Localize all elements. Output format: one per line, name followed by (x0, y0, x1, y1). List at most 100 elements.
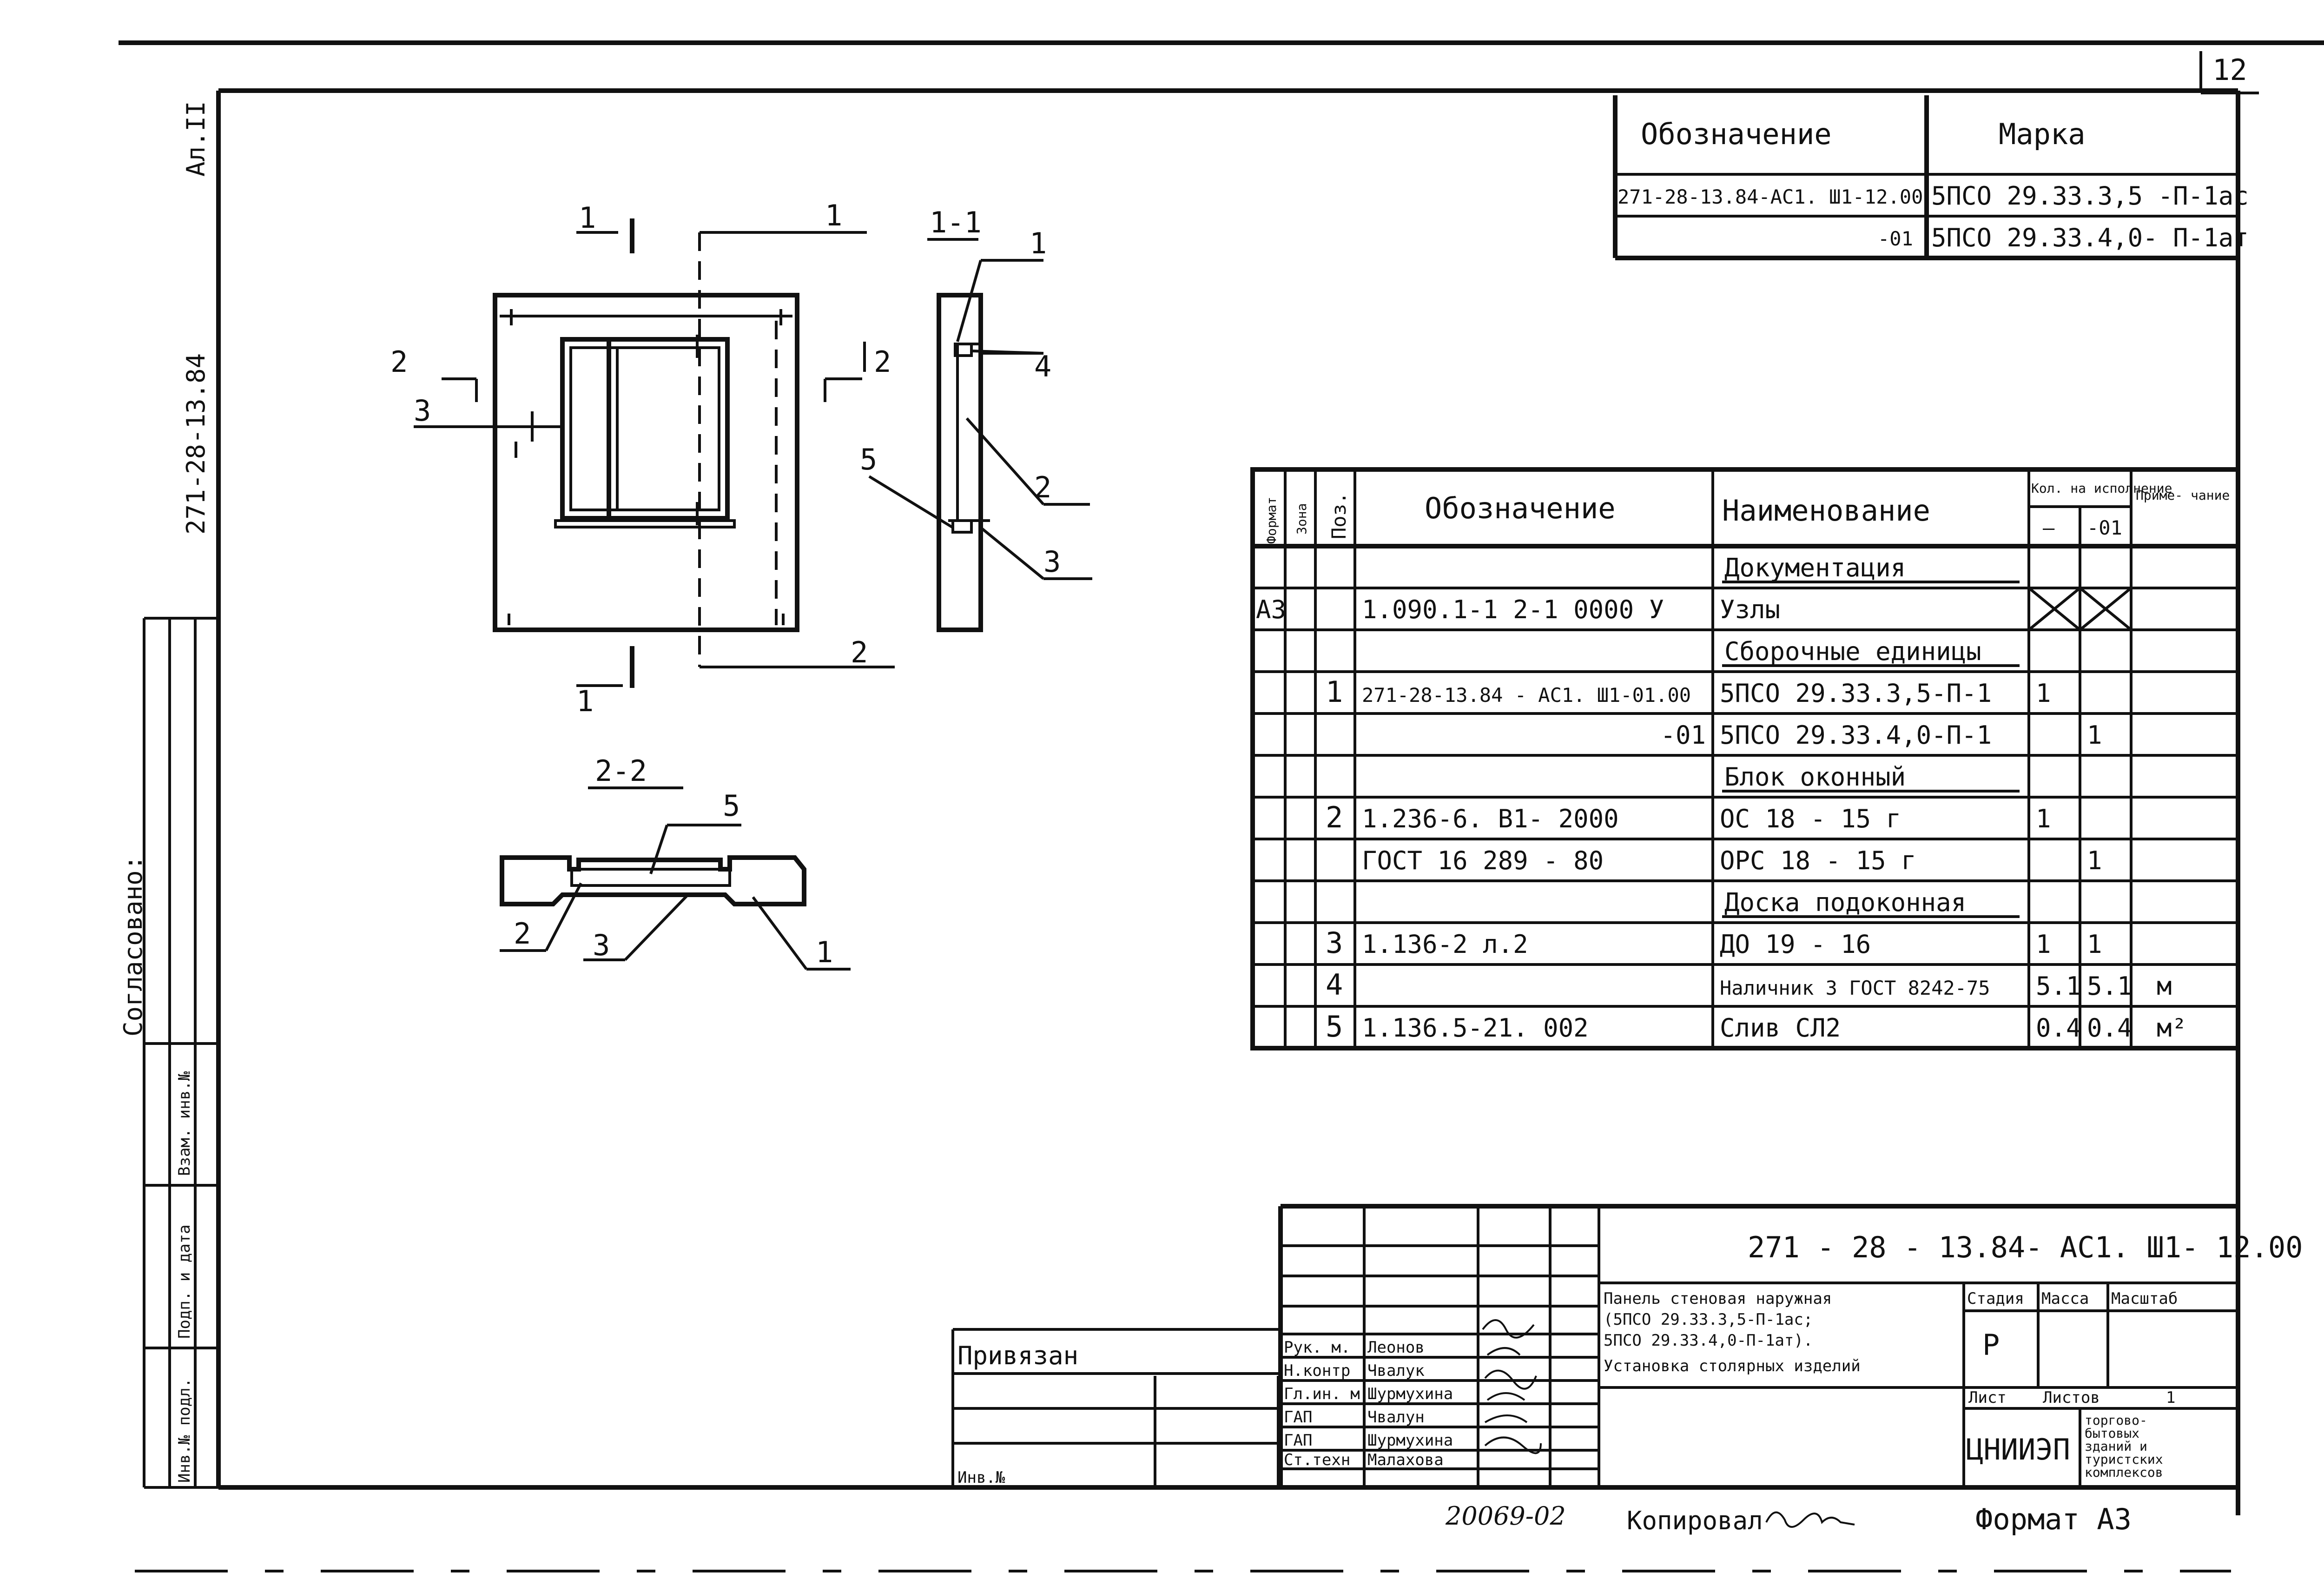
spec-cell-name: 5ПСО 29.33.3,5-П-1 (1720, 679, 1992, 708)
side-field-replace: Взам. инв.№ (175, 1071, 194, 1176)
spec-cell-name: Узлы (1720, 595, 1780, 624)
s11-callout-2: 2 (1034, 470, 1051, 504)
s11-callout-5: 5 (860, 443, 877, 476)
section-1-1-title: 1-1 (930, 205, 982, 239)
callout-1: 1 (825, 198, 842, 232)
spec-section-heading: Блок оконный (1724, 762, 1906, 792)
cross-mark (2028, 587, 2081, 631)
spec-section-heading: Доска подоконная (1724, 888, 1966, 917)
spec-header-qty-a: — (2043, 516, 2055, 539)
staff-name: Малахова (1367, 1451, 1444, 1469)
org-note-1: торгово- (2085, 1413, 2147, 1428)
staff-name: Леонов (1367, 1338, 1425, 1357)
callout-2: 2 (851, 635, 868, 669)
mark-row-1-brand: 5ПСО 29.33.3,5 -П-1ас (1931, 181, 2249, 211)
s22-callout-2: 2 (514, 917, 531, 951)
attached-label: Привязан (957, 1341, 1078, 1370)
sheets-label: Листов (2043, 1388, 2100, 1407)
spec-cell-format: А3 (1256, 595, 1286, 624)
spec-cell-pos: 5 (1326, 1010, 1343, 1044)
staff-role: ГАП (1284, 1408, 1312, 1427)
spec-cell-qty-a: 1 (2036, 679, 2051, 708)
cut-1-top-label: 1 (579, 201, 596, 235)
staff-role: Рук. м. (1284, 1338, 1350, 1357)
s11-callout-4: 4 (1034, 350, 1051, 383)
sheet-label: Лист (1968, 1388, 2007, 1407)
spec-cell-qty-a: 5.1 (2036, 971, 2081, 1001)
panel-elevation (414, 218, 895, 688)
mark-header-designation: Обозначение (1641, 117, 1832, 151)
org-note-5: комплексов (2085, 1465, 2163, 1480)
spec-cell-designation: 1.136.5-21. 002 (1362, 1013, 1589, 1043)
cut-2-left-label: 2 (390, 345, 408, 379)
s22-callout-3: 3 (593, 928, 610, 962)
spec-cell-note: м² (2157, 1013, 2187, 1043)
side-stamp (143, 617, 218, 1489)
s22-callout-1: 1 (816, 935, 833, 969)
side-field-inv: Инв.№ подл. (175, 1378, 194, 1483)
cross-mark (2079, 587, 2132, 631)
copied-signature (1765, 1511, 1855, 1528)
footer-number: 20069-02 (1445, 1501, 1566, 1531)
spec-cell-qty-b: 1 (2087, 720, 2102, 750)
staff-role: Гл.ин. м (1284, 1385, 1360, 1403)
spec-cell-qty-a: 1 (2036, 930, 2051, 959)
spec-cell-name: ДО 19 - 16 (1720, 930, 1871, 959)
title-line-1: Панель стеновая наружная (1604, 1289, 1832, 1308)
staff-name: Чвалун (1367, 1408, 1425, 1427)
mark-row-2-designation: -01 (1878, 227, 1913, 250)
org-note-4: туристских (2085, 1452, 2163, 1467)
spec-cell-qty-b: 5.1 (2087, 971, 2133, 1001)
s11-callout-3: 3 (1043, 545, 1061, 579)
spec-cell-qty-b: 0.4 (2087, 1013, 2133, 1043)
spec-table-grid (1250, 467, 2240, 1050)
staff-role: Н.контр (1284, 1361, 1350, 1380)
section-2-2-title: 2-2 (595, 754, 647, 788)
title-line-4: Установка столярных изделий (1604, 1357, 1861, 1375)
side-code: 271-28-13.84 (181, 353, 211, 535)
spec-cell-qty-a: 0.4 (2036, 1013, 2081, 1043)
spec-cell-pos: 2 (1326, 800, 1343, 834)
spec-cell-pos: 4 (1326, 968, 1343, 1002)
footer-copied: Копировал (1627, 1506, 1763, 1535)
spec-header-name: Наименование (1722, 494, 1930, 528)
section-2-2 (500, 786, 851, 971)
staff-name: Шурмухина (1367, 1385, 1453, 1403)
spec-cell-qty-b: 1 (2087, 846, 2102, 875)
cut-2-right-label: 2 (874, 345, 891, 379)
spec-header-format: Формат (1264, 497, 1279, 544)
spec-cell-designation: 271-28-13.84 - АС1. Ш1-01.00 (1362, 684, 1691, 707)
spec-cell-designation: ГОСТ 16 289 - 80 (1362, 846, 1604, 875)
signatures (1482, 1319, 1542, 1454)
mark-header-brand: Марка (1999, 117, 2086, 151)
staff-role: Ст.техн (1284, 1451, 1350, 1469)
spec-cell-designation: -01 (1660, 720, 1706, 750)
staff-name: Шурмухина (1367, 1431, 1453, 1450)
section-1-1 (868, 238, 1092, 632)
spec-cell-designation: 1.090.1-1 2-1 0000 У (1362, 595, 1664, 624)
title-block-code: 271 - 28 - 13.84- АС1. Ш1- 12.00 (1748, 1230, 2303, 1264)
spec-cell-designation: 1.236-6. В1- 2000 (1362, 804, 1619, 833)
s11-callout-1: 1 (1030, 226, 1047, 260)
spec-cell-pos: 1 (1326, 675, 1343, 709)
sheets-value: 1 (2166, 1388, 2175, 1407)
cut-1-bottom-label: 1 (576, 684, 594, 718)
side-field-sign: Подп. и дата (175, 1224, 194, 1339)
callout-3: 3 (414, 394, 431, 428)
stage-value: Р (1982, 1328, 2000, 1362)
title-line-3: 5ПСО 29.33.4,0-П-1ат). (1604, 1331, 1813, 1350)
spec-section-heading: Сборочные единицы (1724, 637, 1981, 666)
side-agreed: Согласовано: (119, 855, 148, 1037)
staff-role: ГАП (1284, 1431, 1312, 1450)
spec-header-qty-b: -01 (2087, 516, 2122, 539)
spec-cell-name: Наличник 3 ГОСТ 8242-75 (1720, 977, 1990, 999)
spec-header-pos: Поз. (1327, 492, 1350, 539)
spec-header-zone: Зона (1294, 503, 1309, 535)
spec-header-designation: Обозначение (1425, 491, 1616, 525)
spec-cell-name: Слив СЛ2 (1720, 1013, 1841, 1043)
spec-cell-note: м (2157, 971, 2172, 1001)
org-note-3: зданий и (2085, 1439, 2147, 1454)
scale-label: Масштаб (2111, 1289, 2178, 1308)
